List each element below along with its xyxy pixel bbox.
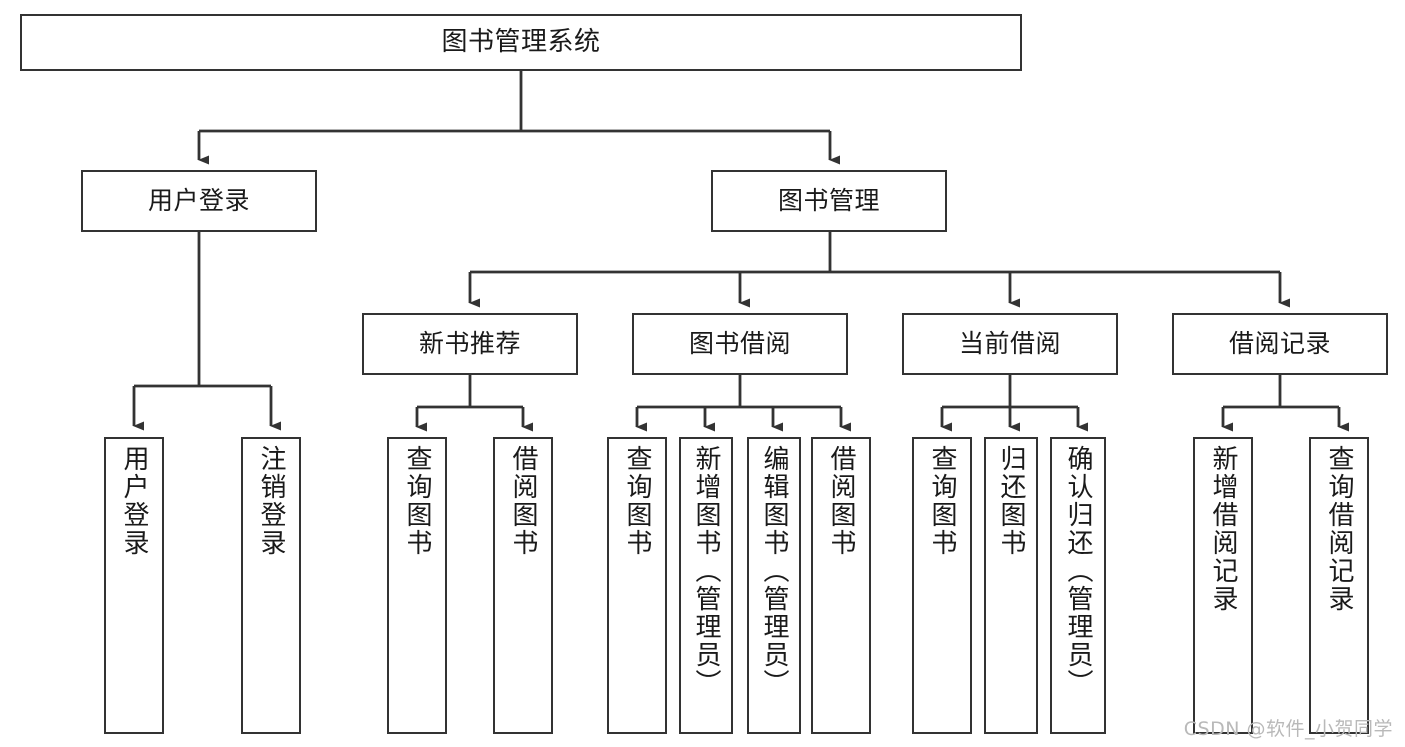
csdn-watermark: CSDN @软件_小贺同学 [1183,718,1393,740]
node-label: 查询图书 [622,445,652,557]
node-label: 借阅图书 [508,445,538,557]
node-label: 图书管理 [777,185,880,215]
node-new-book-recommendation[interactable]: 新书推荐 [362,313,578,375]
leaf-query-book-recommend[interactable]: 查询图书 [387,437,447,734]
node-label: 当前借阅 [958,328,1061,358]
node-label: 借阅图书 [826,445,856,557]
node-label: 用户登录 [147,185,250,215]
leaf-query-book-borrow[interactable]: 查询图书 [607,437,667,734]
node-user-login[interactable]: 用户登录 [81,170,317,232]
node-root-system[interactable]: 图书管理系统 [20,14,1022,71]
node-label: 查询图书 [402,445,432,557]
node-label: 新增图书（管理员） [691,445,721,697]
node-label: 归还图书 [996,445,1026,557]
node-label: 用户登录 [119,445,149,557]
node-label: 查询借阅记录 [1324,445,1354,613]
node-label: 查询图书 [927,445,957,557]
node-borrowing-records[interactable]: 借阅记录 [1172,313,1388,375]
node-label: 注销登录 [256,445,286,557]
node-label: 图书借阅 [688,328,791,358]
leaf-borrow-book[interactable]: 借阅图书 [811,437,871,734]
leaf-logout[interactable]: 注销登录 [241,437,301,734]
node-book-management[interactable]: 图书管理 [711,170,947,232]
node-label: 新增借阅记录 [1208,445,1238,613]
leaf-edit-book-admin[interactable]: 编辑图书（管理员） [747,437,801,734]
node-current-borrowing[interactable]: 当前借阅 [902,313,1118,375]
leaf-add-book-admin[interactable]: 新增图书（管理员） [679,437,733,734]
leaf-confirm-return-admin[interactable]: 确认归还（管理员） [1050,437,1106,734]
leaf-add-borrow-record[interactable]: 新增借阅记录 [1193,437,1253,734]
node-label: 确认归还（管理员） [1063,445,1093,697]
leaf-query-borrow-record[interactable]: 查询借阅记录 [1309,437,1369,734]
node-label: 图书管理系统 [441,26,601,57]
node-book-borrowing[interactable]: 图书借阅 [632,313,848,375]
leaf-borrow-book-recommend[interactable]: 借阅图书 [493,437,553,734]
leaf-user-login[interactable]: 用户登录 [104,437,164,734]
node-label: 新书推荐 [418,328,521,358]
node-label: 借阅记录 [1228,328,1331,358]
leaf-query-book-current[interactable]: 查询图书 [912,437,972,734]
leaf-return-book[interactable]: 归还图书 [984,437,1038,734]
node-label: 编辑图书（管理员） [759,445,789,697]
